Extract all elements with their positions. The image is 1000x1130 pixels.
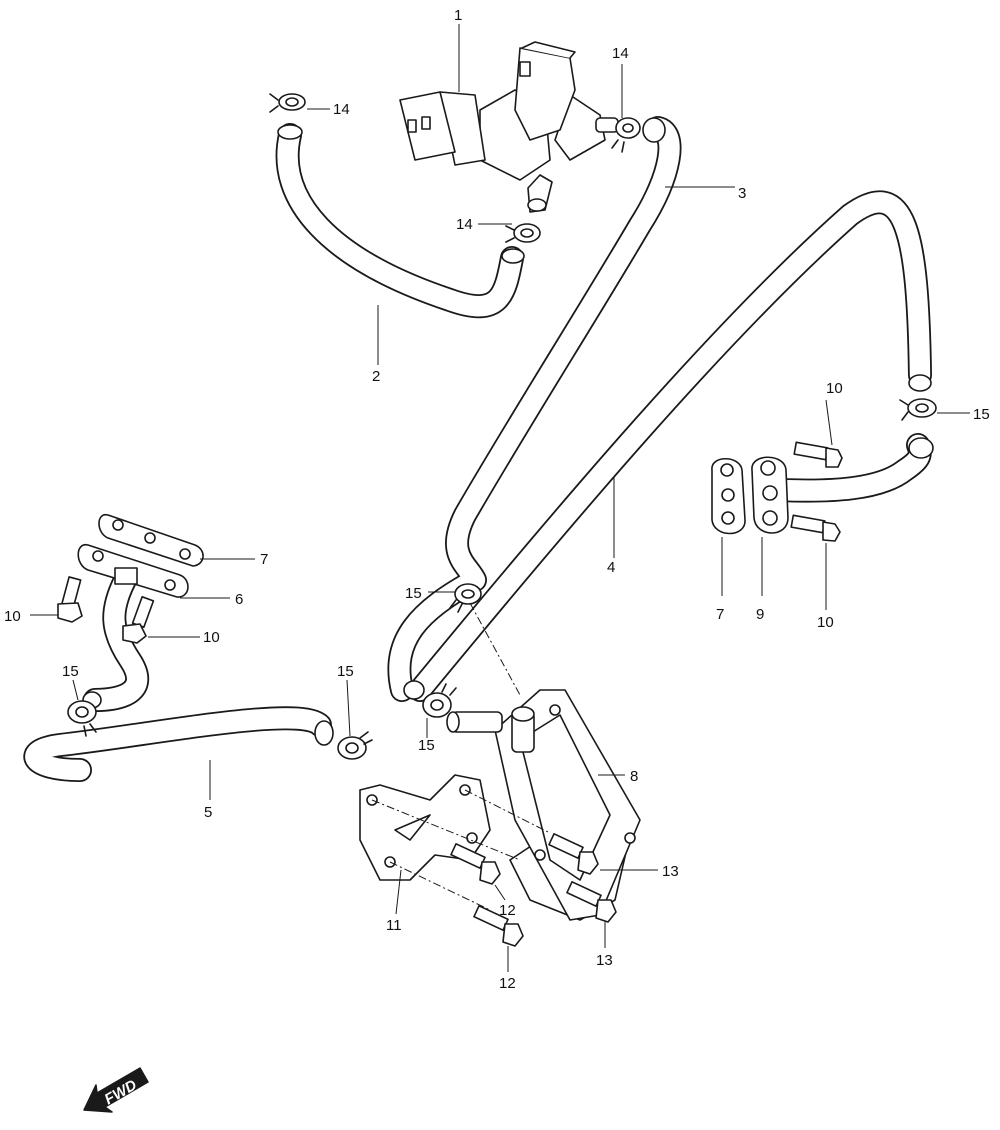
clamp-part-14-lower xyxy=(505,223,541,243)
callout-15: 15 xyxy=(418,737,435,754)
clamp-part-15-right xyxy=(899,398,937,421)
callout-13: 13 xyxy=(596,952,613,969)
gasket-part-7-left xyxy=(98,514,204,567)
callout-7: 7 xyxy=(260,551,268,568)
callout-11: 11 xyxy=(386,917,402,934)
callout-10: 10 xyxy=(203,629,220,646)
callout-6: 6 xyxy=(235,591,243,608)
callout-15: 15 xyxy=(973,406,990,423)
bolt-part-12-upper xyxy=(450,843,501,885)
pipe-right-bent xyxy=(768,433,934,503)
hose-part-4 xyxy=(408,190,932,702)
air-pump-part-8 xyxy=(446,689,641,921)
callout-5: 5 xyxy=(204,804,212,821)
clamp-part-14-left xyxy=(269,93,306,113)
callout-4: 4 xyxy=(607,559,615,576)
callout-labels: 1 14 14 14 3 2 10 15 4 7 9 10 7 6 10 10 … xyxy=(4,7,990,992)
callout-8: 8 xyxy=(630,768,638,785)
callout-14: 14 xyxy=(612,45,629,62)
callout-12: 12 xyxy=(499,902,516,919)
clamp-part-14-right xyxy=(611,117,641,153)
callout-14: 14 xyxy=(456,216,473,233)
bolt-part-13-upper xyxy=(548,833,599,875)
callout-1: 1 xyxy=(454,7,462,24)
gasket-part-7-right xyxy=(711,457,746,535)
solenoid-valve-part-1 xyxy=(399,41,619,213)
clamp-part-15-hose5 xyxy=(337,731,373,760)
callout-15: 15 xyxy=(405,585,422,602)
clamp-part-15-pump xyxy=(422,683,457,718)
bolt-part-10-right-lower xyxy=(790,514,841,542)
alignment-lines xyxy=(371,602,549,911)
flange-part-9 xyxy=(751,456,789,534)
callout-9: 9 xyxy=(756,606,764,623)
bolt-part-12-lower xyxy=(473,905,524,947)
leader-lines xyxy=(30,24,970,972)
pipe-left-bent xyxy=(82,568,149,712)
flange-part-6 xyxy=(77,544,189,598)
callout-10: 10 xyxy=(817,614,834,631)
hose-part-5 xyxy=(23,706,334,782)
bolt-part-10-left xyxy=(57,576,83,623)
forward-arrow-icon: FWD xyxy=(83,1067,149,1113)
bolt-part-13-lower xyxy=(566,881,617,923)
hose-part-2 xyxy=(275,123,525,319)
callout-2: 2 xyxy=(372,368,380,385)
clamp-part-15-center xyxy=(449,583,482,613)
bolt-part-10-center xyxy=(122,595,155,644)
clamp-part-15-left xyxy=(67,700,97,737)
callout-14: 14 xyxy=(333,101,350,118)
callout-7: 7 xyxy=(716,606,724,623)
callout-3: 3 xyxy=(738,185,746,202)
hose-part-3 xyxy=(387,116,682,702)
callout-13: 13 xyxy=(662,863,679,880)
callout-10: 10 xyxy=(826,380,843,397)
callout-12: 12 xyxy=(499,975,516,992)
bolt-part-10-right-upper xyxy=(793,441,843,468)
callout-10: 10 xyxy=(4,608,21,625)
callout-15: 15 xyxy=(62,663,79,680)
callout-15: 15 xyxy=(337,663,354,680)
